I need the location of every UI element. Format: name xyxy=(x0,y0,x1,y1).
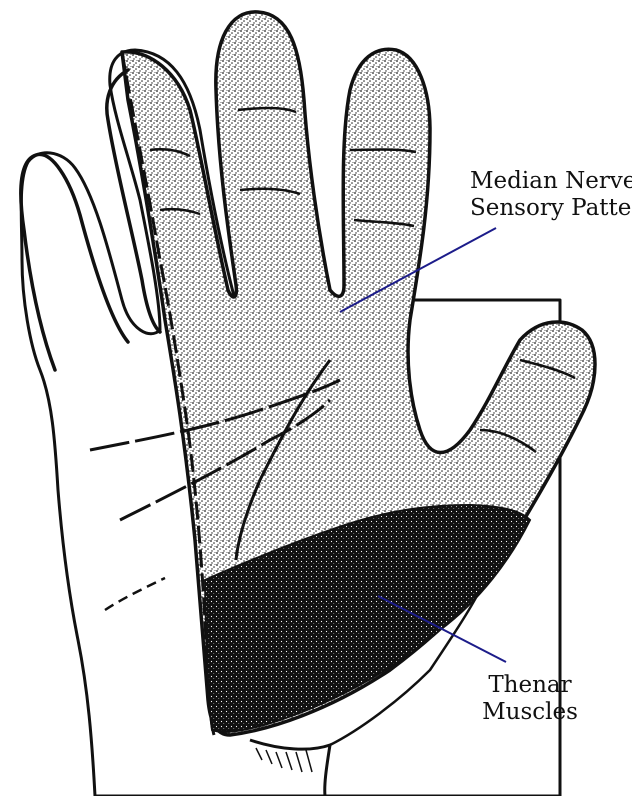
thenar-label-line1: Thenar xyxy=(470,672,590,699)
thenar-label-line2: Muscles xyxy=(470,699,590,726)
median-nerve-label-line1: Median Nerve xyxy=(470,168,632,195)
median-nerve-label-line2: Sensory Pattern xyxy=(470,195,632,222)
thenar-muscles-label: Thenar Muscles xyxy=(470,672,590,726)
median-nerve-label: Median Nerve Sensory Pattern xyxy=(470,168,632,222)
